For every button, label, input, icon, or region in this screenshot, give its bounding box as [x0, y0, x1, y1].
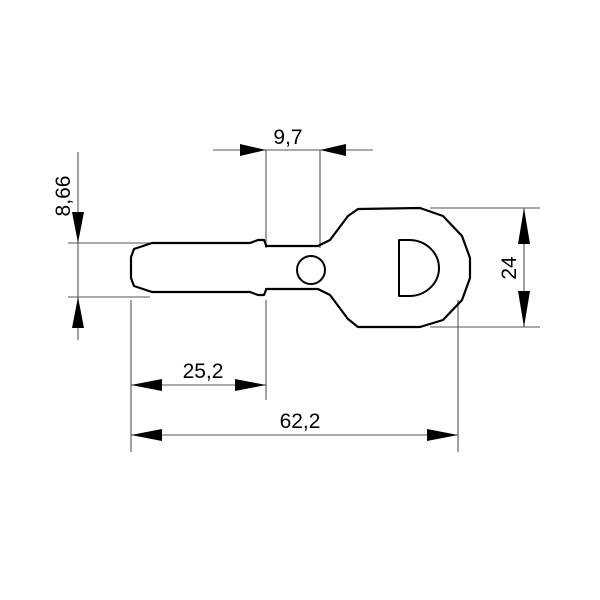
arrow-866-bottom [72, 297, 84, 328]
arrow-252-right [235, 379, 266, 391]
arrow-866-top [72, 212, 84, 243]
dimension-label-622: 62,2 [280, 410, 321, 433]
dimension-network-622 [131, 300, 459, 452]
dimension-label-866: 8,66 [52, 176, 75, 217]
dimension-network-24 [430, 207, 540, 328]
round-hole [296, 255, 326, 285]
key-part-geometry [129, 206, 472, 329]
arrow-252-left [131, 379, 162, 391]
dimension-network-866 [68, 152, 150, 340]
arrow-622-right [427, 429, 458, 441]
arrow-97-left [240, 144, 266, 156]
arrow-24-bottom [518, 291, 530, 327]
dimension-label-24: 24 [498, 256, 521, 280]
key-outline [129, 206, 472, 329]
arrow-24-top [518, 208, 530, 244]
arrow-622-left [131, 429, 162, 441]
arrow-97-right [320, 144, 346, 156]
dimension-network-252 [130, 300, 267, 452]
d-cutout [398, 239, 440, 297]
dimension-label-252: 25,2 [183, 360, 224, 383]
dimension-label-97: 9,7 [273, 126, 302, 149]
dimension-network-97 [213, 144, 373, 248]
